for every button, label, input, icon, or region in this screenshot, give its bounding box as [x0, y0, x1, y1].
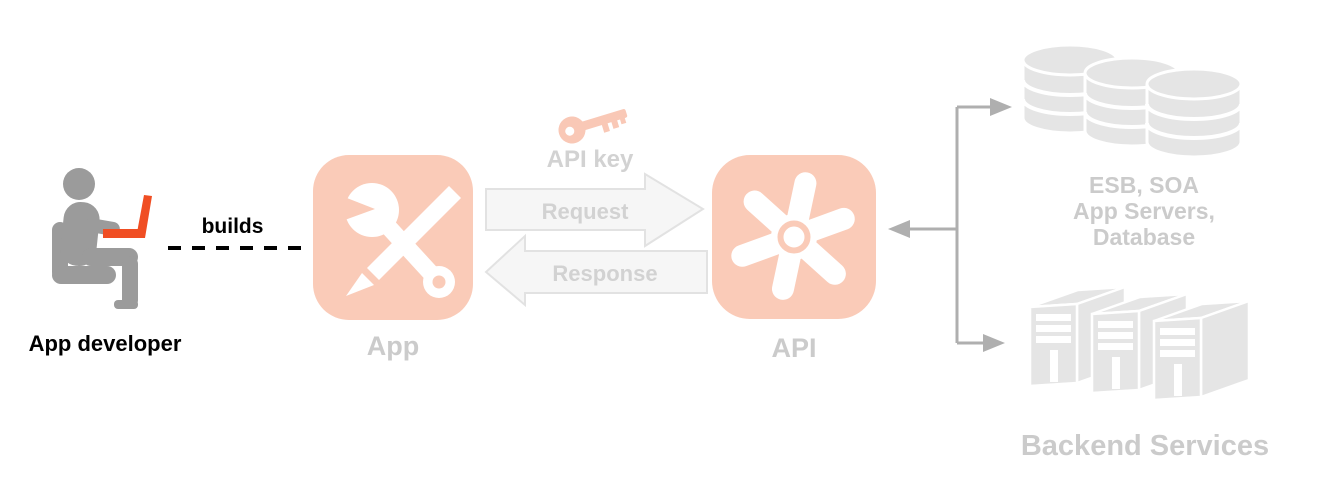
laptop-icon — [103, 195, 152, 238]
request-arrow — [485, 172, 705, 248]
esb-soa-label: ESB, SOA App Servers, Database — [1073, 172, 1215, 250]
builds-dashed-line — [168, 246, 304, 250]
app-label: App — [366, 331, 420, 361]
app-developer-icon — [52, 168, 152, 309]
cylinder-3 — [1145, 67, 1243, 159]
api-key-label: API key — [546, 146, 634, 173]
api-icon — [712, 155, 876, 319]
request-label: Request — [541, 199, 629, 224]
builds-label: builds — [201, 215, 264, 238]
gear-asterisk-glyph — [731, 172, 855, 300]
backend-services-label: Backend Services — [1020, 430, 1270, 462]
app-developer-label: App developer — [28, 331, 182, 356]
backend-connector — [888, 98, 1012, 352]
server-towers-icon — [1028, 285, 1251, 402]
response-arrow — [484, 233, 708, 308]
api-label: API — [771, 333, 817, 363]
app-icon — [313, 155, 473, 320]
arrowhead-to-servers — [983, 334, 1005, 352]
arrowhead-to-api — [888, 220, 910, 238]
arrowhead-to-database — [990, 98, 1012, 116]
database-stack-icon — [1021, 43, 1243, 159]
server-tower-3 — [1152, 299, 1251, 402]
api-key-icon — [558, 109, 628, 144]
response-label: Response — [552, 261, 658, 286]
server-tower-2 — [1090, 292, 1189, 395]
wrench-pencil-glyph — [329, 183, 462, 298]
